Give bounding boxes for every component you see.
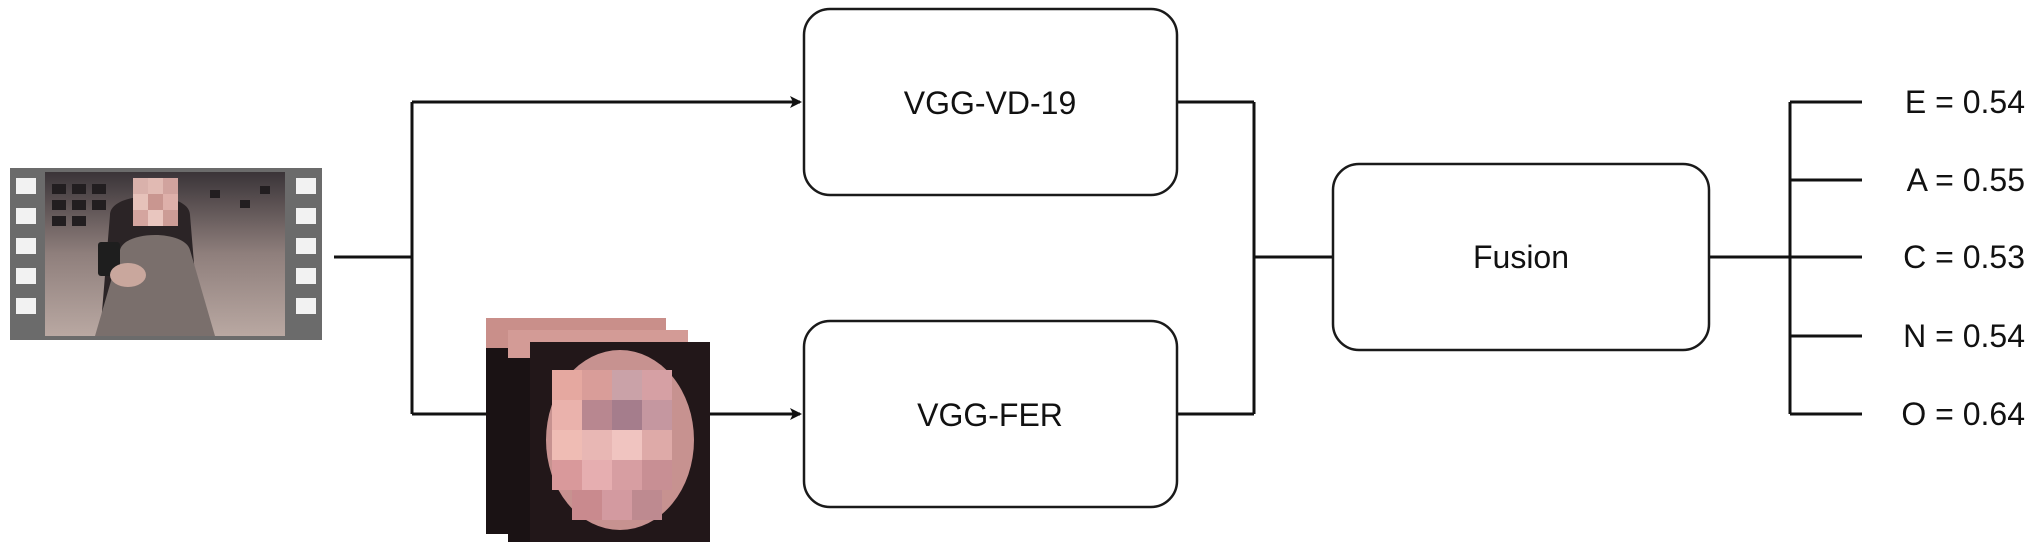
fusion-node: Fusion <box>1331 162 1711 352</box>
vgg-vd-19-node: VGG-VD-19 <box>802 7 1179 197</box>
face-crop-front <box>530 342 710 542</box>
fusion-label: Fusion <box>1473 239 1569 275</box>
face-crops-stack <box>486 318 710 542</box>
vgg-vd-19-label: VGG-VD-19 <box>904 85 1076 121</box>
connectors <box>334 96 1862 420</box>
video-film-strip <box>10 168 322 340</box>
score-n: N = 0.54 <box>1903 318 2025 354</box>
score-e: E = 0.54 <box>1905 84 2025 120</box>
pixelated-face-small <box>133 178 178 226</box>
output-scores: E = 0.54 A = 0.55 C = 0.53 N = 0.54 O = … <box>1901 84 2025 432</box>
vgg-fer-node: VGG-FER <box>802 319 1179 509</box>
score-a: A = 0.55 <box>1907 162 2025 198</box>
vgg-fer-label: VGG-FER <box>917 397 1063 433</box>
score-c: C = 0.53 <box>1903 239 2025 275</box>
score-o: O = 0.64 <box>1901 396 2025 432</box>
